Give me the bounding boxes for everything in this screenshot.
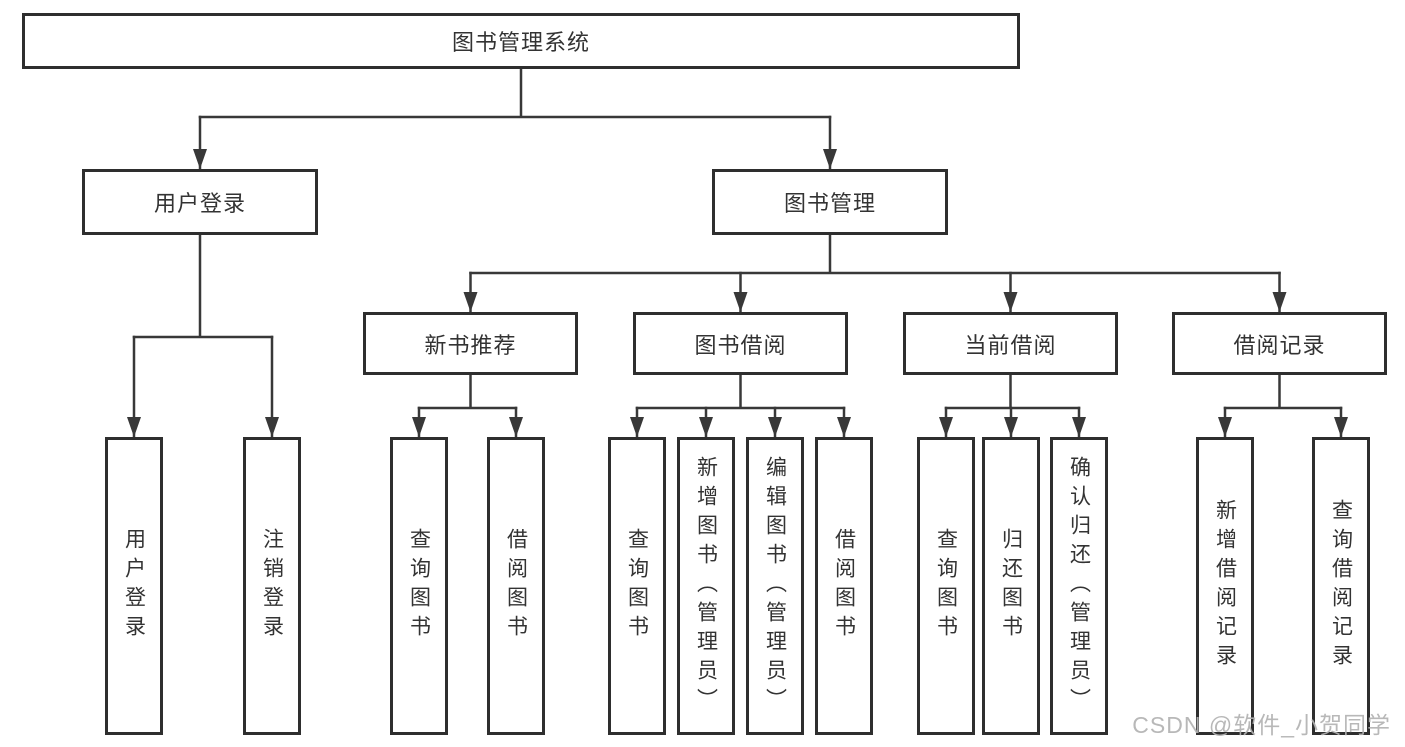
node-user-login-action-label: 用户登录 — [122, 528, 146, 644]
node-query-books-borrow-label: 查询图书 — [625, 528, 649, 644]
node-book-management-label: 图书管理 — [783, 191, 876, 216]
node-return-books-label: 归还图书 — [999, 528, 1023, 644]
node-borrow-books-borrow-label: 借阅图书 — [832, 528, 856, 644]
node-root: 图书管理系统 — [22, 13, 1020, 69]
node-borrow-books-recommend: 借阅图书 — [487, 437, 545, 735]
edges-current-borrow-children — [939, 373, 1086, 438]
node-return-books: 归还图书 — [982, 437, 1040, 735]
watermark: CSDN @软件_小贺同学 — [1132, 712, 1391, 738]
node-add-books-admin: 新增图书（管理员） — [677, 437, 735, 735]
node-current-borrow: 当前借阅 — [903, 312, 1118, 375]
edges-borrow-record-children — [1218, 373, 1348, 438]
node-add-books-admin-label: 新增图书（管理员） — [694, 455, 718, 717]
edges-user-login-children — [127, 233, 279, 438]
node-borrow-record-label: 借阅记录 — [1233, 332, 1326, 358]
node-logout-action-label: 注销登录 — [260, 528, 284, 644]
node-root-label: 图书管理系统 — [451, 30, 590, 55]
node-query-books-current: 查询图书 — [917, 437, 975, 735]
node-user-login: 用户登录 — [82, 169, 318, 235]
node-add-borrow-record-label: 新增借阅记录 — [1213, 499, 1237, 673]
node-query-books-borrow: 查询图书 — [608, 437, 666, 735]
node-book-borrow: 图书借阅 — [633, 312, 848, 375]
node-borrow-books-borrow: 借阅图书 — [815, 437, 873, 735]
node-user-login-label: 用户登录 — [153, 191, 246, 216]
node-book-borrow-label: 图书借阅 — [694, 332, 787, 358]
edges-book-borrow-children — [630, 373, 851, 438]
node-query-books-recommend: 查询图书 — [390, 437, 448, 735]
node-current-borrow-label: 当前借阅 — [964, 332, 1057, 358]
edges-book-management-children — [463, 233, 1287, 313]
node-confirm-return-admin-label: 确认归还（管理员） — [1067, 455, 1091, 717]
node-query-borrow-record-label: 查询借阅记录 — [1329, 499, 1353, 673]
node-add-borrow-record: 新增借阅记录 — [1196, 437, 1254, 735]
node-query-books-current-label: 查询图书 — [934, 528, 958, 644]
node-new-book-recommend: 新书推荐 — [363, 312, 578, 375]
node-borrow-record: 借阅记录 — [1172, 312, 1387, 375]
node-book-management: 图书管理 — [712, 169, 948, 235]
node-edit-books-admin-label: 编辑图书（管理员） — [763, 455, 787, 717]
node-confirm-return-admin: 确认归还（管理员） — [1050, 437, 1108, 735]
node-borrow-books-recommend-label: 借阅图书 — [504, 528, 528, 644]
node-user-login-action: 用户登录 — [105, 437, 163, 735]
edges-root-to-level2 — [193, 67, 837, 170]
node-edit-books-admin: 编辑图书（管理员） — [746, 437, 804, 735]
node-query-books-recommend-label: 查询图书 — [407, 528, 431, 644]
edges-new-book-recommend-children — [412, 373, 523, 438]
node-logout-action: 注销登录 — [243, 437, 301, 735]
node-new-book-recommend-label: 新书推荐 — [424, 332, 517, 358]
node-query-borrow-record: 查询借阅记录 — [1312, 437, 1370, 735]
